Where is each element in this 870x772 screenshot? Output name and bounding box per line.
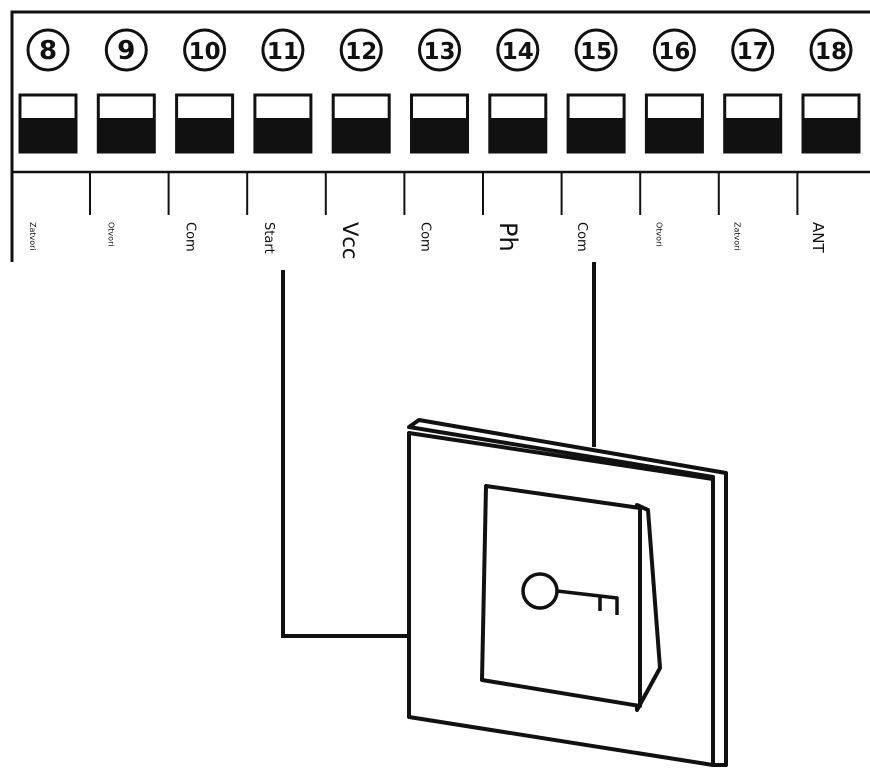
terminal-number: 16 (658, 39, 690, 65)
terminal-number-circle (731, 28, 775, 72)
terminal-number: 13 (423, 39, 455, 65)
key-icon (521, 572, 619, 615)
terminal-label: ANT (809, 222, 827, 253)
wires (281, 262, 596, 638)
terminal-number-circle (183, 28, 227, 72)
key-switch (407, 418, 728, 767)
terminal-socket-fill (646, 118, 703, 152)
terminal-number: 15 (580, 39, 612, 65)
key-switch-top-edge (418, 418, 727, 475)
terminal-number: 11 (267, 39, 299, 65)
key-icon-shaft (556, 589, 619, 615)
terminal-socket-fill (20, 118, 76, 152)
terminal-label: Otvori (654, 222, 663, 247)
terminal-number-circle (496, 28, 540, 72)
key-switch-rocker (480, 484, 642, 708)
terminal-number: 8 (39, 36, 57, 66)
terminal-label: Zatvori (28, 222, 37, 251)
terminal-number: 14 (502, 39, 534, 65)
terminal-label: Otvori (106, 222, 115, 247)
terminal-socket-fill (254, 118, 311, 152)
terminal-number-circle (104, 28, 148, 72)
terminal-label: Ph (494, 222, 522, 252)
terminal-label: Com (183, 222, 198, 252)
terminal-number: 9 (117, 36, 135, 66)
terminal-number: 18 (815, 39, 847, 65)
terminal-label: Start (261, 222, 276, 254)
terminal-number-circle (809, 28, 853, 72)
terminal-number-circle (339, 28, 383, 72)
terminal-socket-fill (724, 118, 781, 152)
terminal-socket-fill (411, 118, 468, 152)
terminal-label: Com (574, 222, 589, 252)
terminal-label: Vcc (338, 222, 362, 259)
terminal-label: Com (418, 222, 433, 252)
terminal-number: 12 (345, 39, 377, 65)
terminal-number: 10 (189, 39, 221, 65)
terminal-socket-fill (333, 118, 390, 152)
terminal-number-circle (418, 28, 461, 72)
terminal-number-circle (574, 28, 618, 72)
terminal-socket-fill (803, 118, 859, 152)
terminal-socket-fill (489, 118, 546, 152)
terminal-block-frame (10, 10, 870, 262)
wire-start (281, 270, 409, 638)
terminal-number-circle (652, 28, 696, 72)
terminal-socket-fill (176, 118, 233, 152)
terminal-label: Zatvori (733, 222, 742, 251)
terminal-number-circle (26, 28, 70, 72)
terminal-number-circle (261, 28, 305, 72)
terminal-number: 17 (737, 39, 769, 65)
terminal-socket-fill (568, 118, 625, 152)
terminal-socket-fill (98, 118, 155, 152)
